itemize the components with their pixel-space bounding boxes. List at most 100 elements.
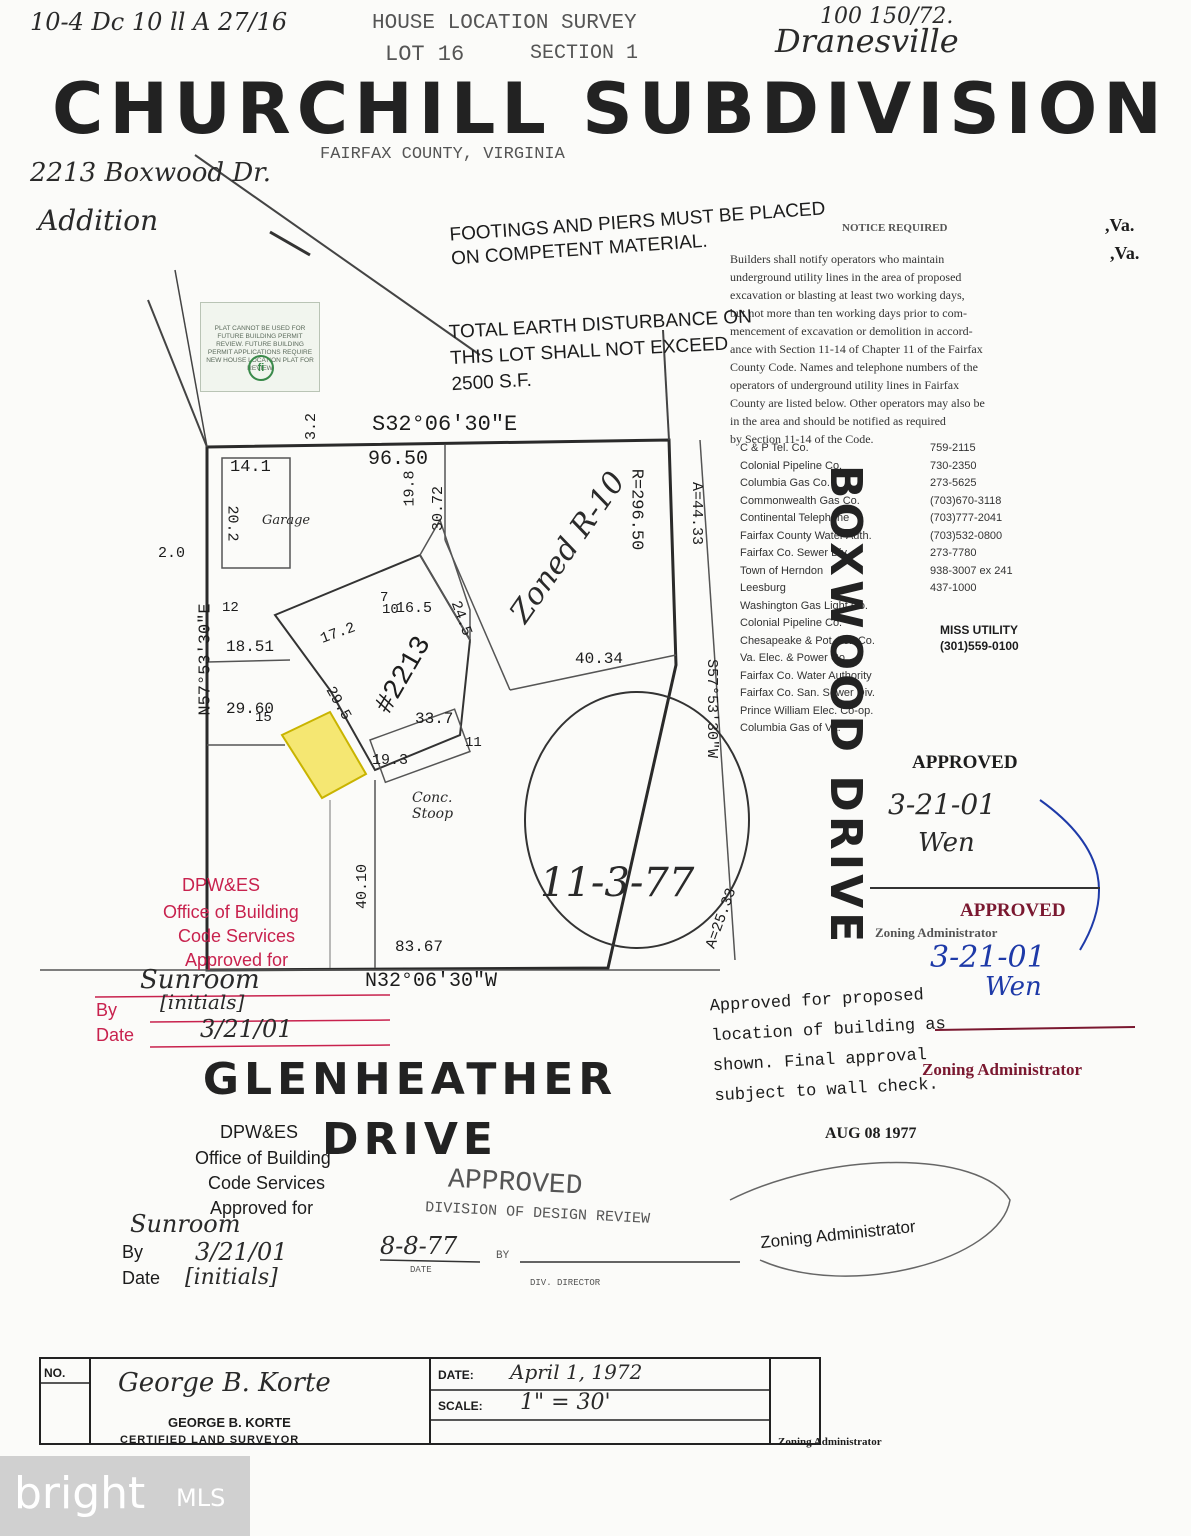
black-stamp-line4: Approved for (210, 1198, 314, 1218)
black-stamp-date: [initials] (185, 1265, 278, 1290)
county-logo-icon: fi (248, 355, 274, 381)
dist-19-3: 19.3 (372, 752, 409, 769)
ddr-div-label: DIV. DIRECTOR (530, 1278, 601, 1288)
red-stamp-for: Sunroom (140, 965, 260, 995)
notice-line: excavation or blasting at least two work… (730, 288, 965, 302)
red-stamp-date-label: Date (96, 1025, 135, 1045)
miss-utility: MISS UTILITY (301)559-0100 (940, 623, 1019, 653)
black-stamp-line3: Code Services (208, 1173, 326, 1193)
black-stamp-by: 3/21/01 (195, 1238, 288, 1266)
survey-type: HOUSE LOCATION SURVEY (372, 12, 637, 35)
utility-row: Chesapeake & Pot. Tel. Co. (740, 634, 875, 647)
date-label: DATE: (438, 1368, 474, 1382)
aug-date-stamp: AUG 08 1977 (825, 1125, 917, 1142)
notice-line: mencement of excavation or demolition in… (730, 324, 973, 338)
dist-14-1: 14.1 (230, 458, 271, 477)
utility-row: Fairfax Co. San. Sewer Div. (740, 687, 875, 699)
utility-row: Fairfax Co. Sewer Div. 273-7780 (740, 547, 977, 559)
brand-suffix: MLS (176, 1484, 226, 1512)
zoning-admin-faint: Zoning Administrator (875, 925, 998, 940)
addition-label: Addition (38, 204, 159, 237)
lot-line-extension (662, 329, 670, 441)
notice-line: Builders shall notify operators who main… (730, 252, 945, 266)
state-label-1: ,Va. (1105, 215, 1135, 235)
ddr-by-label: BY (496, 1250, 510, 1262)
dist-top: 96.50 (368, 448, 429, 471)
brand-watermark: bright MLS (0, 1456, 250, 1536)
utility-row: Columbia Gas of Va. (740, 722, 841, 734)
utility-row: Fairfax County Water Auth. (703)532-0800 (740, 529, 1003, 542)
setback-line (206, 659, 291, 663)
dist-30-72: 30.72 (430, 485, 448, 532)
black-stamp-by-label: By (122, 1242, 144, 1262)
utility-row: Commonwealth Gas Co. (703)670-3118 (740, 494, 1002, 507)
black-stamp-date-label: Date (122, 1268, 161, 1288)
garage-outline (221, 457, 291, 569)
notice-line: by Section 11-14 of the Code. (730, 432, 874, 446)
stamp-rule (149, 1044, 391, 1048)
notice-line: ance with Section 11-14 of Chapter 11 of… (730, 342, 983, 356)
leader-arrow (269, 230, 311, 257)
utility-row: Va. Elec. & Power Co. (740, 652, 849, 664)
notice-line: but not more than ten working days prior… (730, 306, 967, 320)
lot-boundary (205, 438, 678, 972)
utility-row: Prince William Elec. Co-op. (740, 704, 874, 717)
utility-row: Town of Herndon 938-3007 ex 241 (740, 564, 1013, 577)
utility-row: Continental Telephone (703)777-2041 (740, 512, 1003, 524)
utility-row: Columbia Gas Co. 273-5625 (740, 477, 977, 489)
stamp-rule (149, 1019, 391, 1023)
dist-20-2: 20.2 (223, 505, 241, 542)
no-label: NO. (44, 1366, 66, 1380)
approval-rule (934, 1026, 1136, 1031)
sunroom-highlight (280, 710, 368, 800)
ddr-date-label: DATE (410, 1265, 432, 1275)
notice-line: underground utility lines in the area of… (730, 270, 962, 284)
notice-line: in the area and should be notified as re… (730, 414, 946, 428)
utility-row: C & P Tel. Co. 759-2115 (740, 442, 976, 454)
setback-line (509, 654, 677, 691)
zoning-admin-label: Zoning Administrator (922, 1060, 1083, 1079)
surveyor-title: CERTIFIED LAND SURVEYOR (120, 1434, 300, 1446)
dist-29-60: 29.60 (226, 700, 275, 718)
black-stamp-line2: Office of Building (195, 1148, 331, 1168)
scale-label: SCALE: (438, 1399, 483, 1413)
notice-line: operators of underground utility lines i… (730, 378, 960, 392)
zoning-admin-footer: Zoning Administrator (778, 1436, 882, 1448)
dist-3-2: 3.2 (303, 412, 321, 441)
utility-row: Colonial Pipeline Co. (740, 617, 843, 629)
notice-heading: NOTICE REQUIRED (842, 222, 948, 234)
notice-line: County Code. Names and telephone numbers… (730, 360, 978, 374)
utility-row: Leesburg 437-1000 (740, 582, 977, 594)
county-name: FAIRFAX COUNTY, VIRGINIA (320, 145, 565, 164)
dist-bottom: 83.67 (395, 938, 444, 956)
district-name: Dranesville (775, 22, 959, 60)
red-stamp-by-label: By (96, 1000, 118, 1020)
bearing-right: S57°53'30"W (703, 658, 721, 759)
approved-stamp-1: APPROVED (912, 752, 1018, 773)
approved-initials-1: Wen (918, 828, 975, 858)
stoop-label: Conc. Stoop (412, 790, 454, 822)
approved-stamp-2: APPROVED (960, 900, 1066, 921)
bearing-top: S32°06'30"E (372, 412, 518, 437)
red-stamp-line4: Approved for (185, 950, 289, 970)
state-label-2: ,Va. (1110, 243, 1140, 263)
ref-number: 100 150/72. (820, 4, 954, 29)
section-number: SECTION 1 (530, 42, 639, 65)
approved-date-1: 3-21-01 (888, 788, 996, 821)
dist-2-0: 2.0 (158, 545, 186, 562)
earth-disturbance-notice: TOTAL EARTH DISTURBANCE ON THIS LOT SHAL… (448, 306, 753, 396)
scale-value: 1" = 30' (520, 1390, 611, 1415)
red-stamp-date: 3/21/01 (200, 1015, 293, 1043)
utility-row: Colonial Pipeline Co. 730-2350 (740, 459, 977, 472)
date-value: April 1, 1972 (510, 1360, 643, 1384)
circle-date: 11-3-77 (540, 860, 695, 906)
bearing-left: N57°53'30"E (196, 603, 216, 716)
dist-33-7: 33.7 (415, 710, 454, 728)
utility-row: Washington Gas Light Co. (740, 599, 868, 612)
seal-outline (729, 1161, 1011, 1277)
brand-name: bright (14, 1468, 146, 1519)
dist-15: 15 (255, 710, 272, 726)
utility-notice-text: Builders shall notify operators who main… (730, 250, 1060, 448)
surveyor-signature: George B. Korte (118, 1368, 331, 1398)
